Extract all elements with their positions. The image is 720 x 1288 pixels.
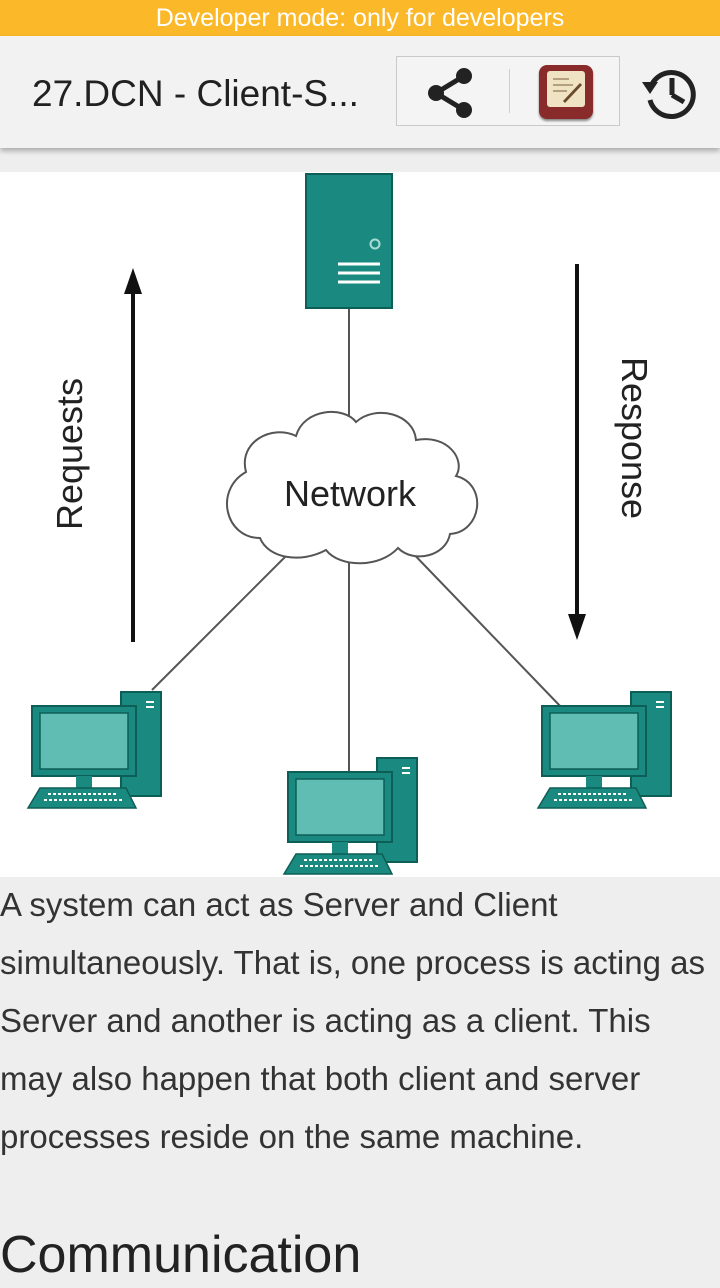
toolbar-divider: [509, 69, 510, 113]
developer-mode-banner: Developer mode: only for developers: [0, 0, 720, 36]
client-server-diagram: Network Requests Response: [0, 172, 720, 877]
section-heading: Communication: [0, 1226, 362, 1284]
response-label: Response: [614, 357, 655, 519]
share-button[interactable]: [423, 66, 477, 120]
client-computer-icon: [26, 691, 162, 809]
response-arrow: [568, 264, 586, 640]
network-links: [151, 308, 563, 772]
page-title: 27.DCN - Client-S...: [32, 73, 359, 114]
article-paragraph: A system can act as Server and Client si…: [0, 886, 705, 1155]
server-icon: [305, 173, 393, 309]
toolbar-action-group: [396, 56, 620, 126]
history-icon: [642, 70, 696, 119]
notes-app-icon: [547, 71, 585, 107]
network-cloud-icon: [226, 410, 479, 565]
network-label: Network: [284, 473, 417, 514]
app-toolbar: 27.DCN - Client-S...: [0, 36, 720, 148]
client-computer-icon: [536, 691, 672, 809]
requests-arrow: [124, 268, 142, 642]
history-button[interactable]: [638, 60, 704, 126]
share-icon: [428, 68, 472, 118]
client-computer-icon: [282, 757, 418, 875]
requests-label: Requests: [49, 378, 90, 530]
notes-app-button[interactable]: [539, 65, 593, 119]
